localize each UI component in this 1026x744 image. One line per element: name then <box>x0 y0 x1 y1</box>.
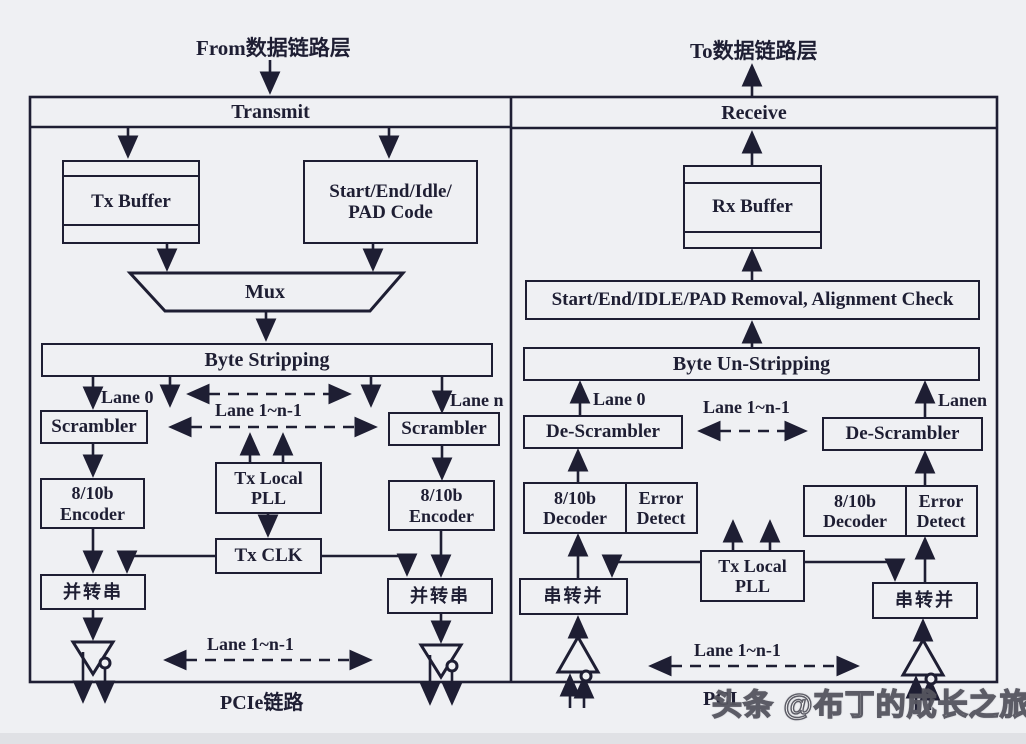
decoder-right-block: 8/10b Decoder <box>803 485 907 537</box>
scan-band-bottom <box>0 733 1026 744</box>
pll-line2: PLL <box>250 488 286 508</box>
error-detect-left-block: Error Detect <box>624 482 698 534</box>
inversion-bubble <box>579 669 593 683</box>
lane0-label-tx: Lane 0 <box>101 387 154 407</box>
tx-clk-block: Tx CLK <box>215 538 322 574</box>
error-detect-right-block: Error Detect <box>904 485 978 537</box>
tx-buffer-label: Tx Buffer <box>91 191 171 213</box>
encoder-right-block: 8/10b Encoder <box>388 480 495 531</box>
pll-line1: Tx Local <box>234 467 303 488</box>
buffer-strip <box>63 224 199 226</box>
lane-mid-label-tx: Lane 1~n-1 <box>215 400 302 420</box>
removal-alignment-check-block: Start/End/IDLE/PAD Removal, Alignment Ch… <box>525 280 980 320</box>
pcie-link-label: PCIe链路 <box>220 692 304 714</box>
buffer-strip <box>684 231 821 233</box>
dashed-lane-arrows <box>163 383 860 677</box>
receive-section-header: Receive <box>721 101 787 124</box>
transmit-arrows <box>72 60 463 706</box>
buffer-strip <box>684 182 821 184</box>
start-end-idle-pad-code-block: Start/End/Idle/ PAD Code <box>303 160 478 244</box>
inversion-bubble <box>445 659 459 673</box>
receive-arrows <box>559 63 941 710</box>
lane-mid-label-rx: Lane 1~n-1 <box>703 397 790 417</box>
parallel-to-serial-right-block: 并转串 <box>387 578 493 614</box>
lane-bottom-label-rx: Lane 1~n-1 <box>694 640 781 660</box>
byte-un-stripping-block: Byte Un-Stripping <box>523 347 980 381</box>
mux-label: Mux <box>245 281 285 303</box>
rx-receiver-right-icon <box>900 636 946 677</box>
pll-line1: Tx Local <box>718 555 787 576</box>
buffer-strip <box>63 175 199 177</box>
error-line2: Detect <box>916 511 966 531</box>
serial-to-parallel-left-block: 串转并 <box>519 578 628 615</box>
mux-shape <box>126 271 407 313</box>
parallel-to-serial-left-block: 并转串 <box>40 574 146 610</box>
decoder-line2: Decoder <box>543 508 607 528</box>
error-line1: Error <box>638 487 684 508</box>
pad-code-line1: Start/End/Idle/ <box>329 180 452 202</box>
serial-to-parallel-right-block: 串转并 <box>872 582 978 619</box>
lane0-label-rx: Lane 0 <box>593 389 646 409</box>
from-data-link-layer-label: From数据链路层 <box>196 36 351 60</box>
lane-n-label-rx: Lanen <box>938 390 988 410</box>
descrambler-left-block: De-Scrambler <box>523 415 683 449</box>
pci-label: PCI <box>703 688 738 710</box>
lane-n-label-tx: Lane n <box>450 390 504 410</box>
encoder-line1: 8/10b <box>71 483 114 504</box>
error-line2: Detect <box>636 508 686 528</box>
error-line1: Error <box>918 490 964 511</box>
rx-buffer-label: Rx Buffer <box>712 196 793 218</box>
inversion-bubble <box>98 656 112 670</box>
decoder-left-block: 8/10b Decoder <box>523 482 627 534</box>
decoder-line1: 8/10b <box>553 487 596 508</box>
rx-buffer-block: Rx Buffer <box>683 165 822 249</box>
decoder-line2: Decoder <box>823 511 887 531</box>
byte-stripping-block: Byte Stripping <box>41 343 493 377</box>
encoder-left-block: 8/10b Encoder <box>40 478 145 529</box>
watermark: 头条 @布丁的成长之旅 <box>711 688 1026 722</box>
pad-code-line2: PAD Code <box>348 202 433 223</box>
rx-receiver-left-icon <box>555 633 601 674</box>
pll-line2: PLL <box>734 576 770 596</box>
lane-bottom-label-tx: Lane 1~n-1 <box>207 634 294 654</box>
descrambler-right-block: De-Scrambler <box>822 417 983 451</box>
tx-buffer-block: Tx Buffer <box>62 160 200 244</box>
encoder-line2: Encoder <box>409 505 474 526</box>
to-data-link-layer-label: To数据链路层 <box>690 39 818 63</box>
inversion-bubble <box>924 672 938 686</box>
scrambler-left-block: Scrambler <box>40 410 148 444</box>
encoder-line1: 8/10b <box>420 485 463 506</box>
tx-local-pll-block: Tx Local PLL <box>215 462 322 514</box>
driver-triangles <box>70 633 946 686</box>
scrambler-right-block: Scrambler <box>388 412 500 446</box>
outer-frame <box>28 95 999 684</box>
rx-local-pll-block: Tx Local PLL <box>700 550 805 602</box>
transmit-section-header: Transmit <box>231 100 310 123</box>
encoder-line2: Encoder <box>60 503 125 524</box>
decoder-line1: 8/10b <box>833 490 876 511</box>
